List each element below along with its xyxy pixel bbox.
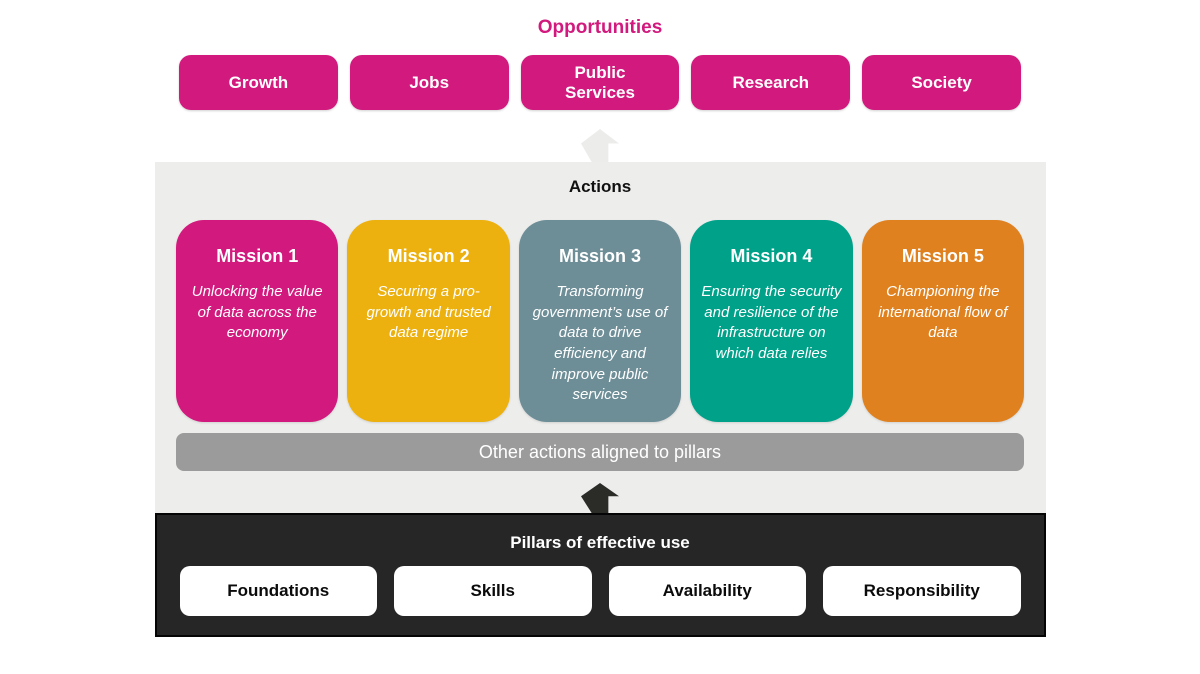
other-actions-label: Other actions aligned to pillars bbox=[478, 441, 722, 462]
mission-title: Mission 2 bbox=[387, 246, 470, 266]
pillar-label: Skills bbox=[470, 581, 515, 600]
pillar-label: Availability bbox=[662, 581, 752, 600]
opportunity-jobs: Jobs bbox=[349, 55, 509, 110]
pillar-label: Responsibility bbox=[863, 581, 980, 600]
opportunity-label: Research bbox=[732, 72, 810, 92]
opportunity-label: Public Services bbox=[565, 62, 635, 102]
opportunity-public-services: Public Services bbox=[520, 55, 680, 110]
mission-description: Securing a pro-growth and trusted data r… bbox=[366, 283, 491, 342]
missions-row: Mission 1 Unlocking the value of data ac… bbox=[176, 220, 1025, 422]
mission-title: Mission 3 bbox=[559, 246, 642, 266]
mission-card-1: Mission 1 Unlocking the value of data ac… bbox=[176, 220, 339, 422]
opportunity-research: Research bbox=[691, 55, 851, 110]
opportunities-row: Growth Jobs Public Services Research Soc… bbox=[179, 55, 1021, 110]
mission-description: Unlocking the value of data across the e… bbox=[191, 283, 323, 342]
pillars-title: Pillars of effective use bbox=[510, 533, 690, 552]
mission-title: Mission 1 bbox=[216, 246, 299, 266]
mission-title: Mission 4 bbox=[730, 246, 813, 266]
arrow-up-icon bbox=[581, 129, 619, 162]
mission-card-5: Mission 5 Championing the international … bbox=[861, 220, 1025, 422]
opportunities-title: Opportunities bbox=[537, 17, 663, 38]
mission-card-2: Mission 2 Securing a pro-growth and trus… bbox=[347, 220, 510, 422]
actions-title: Actions bbox=[568, 177, 632, 196]
pillar-responsibility: Responsibility bbox=[823, 566, 1021, 616]
pillar-label: Foundations bbox=[227, 581, 330, 600]
pillar-foundations: Foundations bbox=[179, 566, 377, 616]
opportunity-label: Growth bbox=[228, 72, 289, 92]
pillar-skills: Skills bbox=[394, 566, 592, 616]
mission-card-3: Mission 3 Transforming government’s use … bbox=[518, 220, 682, 422]
pillar-availability: Availability bbox=[608, 566, 806, 616]
opportunity-society: Society bbox=[862, 55, 1021, 110]
other-actions-bar: Other actions aligned to pillars bbox=[176, 433, 1024, 471]
pillars-row: Foundations Skills Availability Responsi… bbox=[179, 566, 1021, 616]
mission-description: Championing the international flow of da… bbox=[878, 283, 1008, 342]
actions-panel: Actions Mission 1 Unlocking the value of… bbox=[154, 162, 1046, 513]
mission-description: Ensuring the security and resilience of … bbox=[701, 283, 842, 363]
mission-title: Mission 5 bbox=[901, 246, 984, 266]
opportunity-label: Society bbox=[911, 72, 972, 92]
opportunity-label: Jobs bbox=[409, 72, 450, 92]
pillars-box: Pillars of effective use Foundations Ski… bbox=[154, 513, 1046, 637]
opportunity-growth: Growth bbox=[179, 55, 338, 110]
mission-card-4: Mission 4 Ensuring the security and resi… bbox=[690, 220, 853, 422]
mission-description: Transforming government’s use of data to… bbox=[532, 283, 668, 404]
arrow-up-icon bbox=[581, 483, 619, 513]
